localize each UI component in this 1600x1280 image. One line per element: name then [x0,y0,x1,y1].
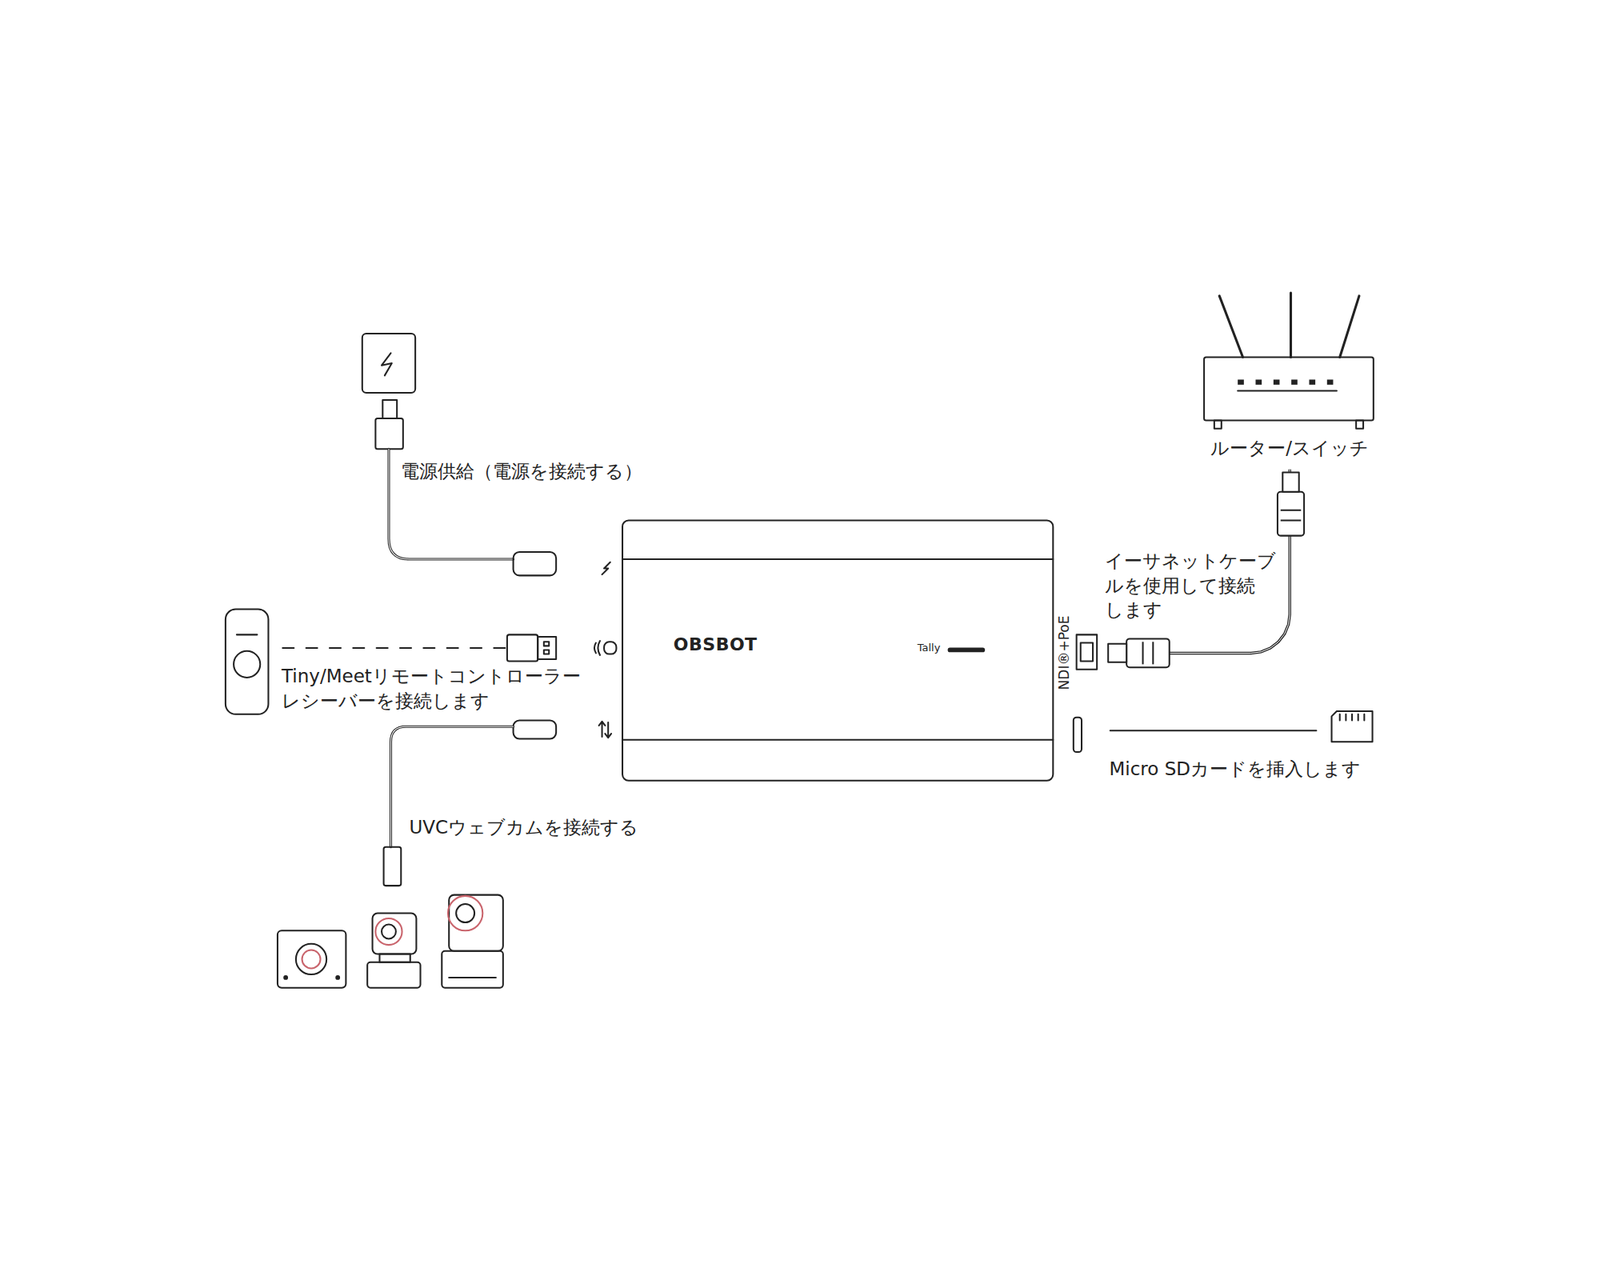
ethernet-port [1076,634,1098,669]
device-housing [622,739,1053,741]
router-led [1308,379,1316,384]
remote-control [225,608,269,714]
router-led [1327,379,1334,384]
usbc-plug [513,720,557,740]
ptz-camera [379,954,410,963]
receiver-port-icon [604,641,616,654]
bolt-symbol [381,352,392,376]
usbc-plug [384,847,402,886]
router [1204,356,1374,420]
cable-label: イーサネットケーブ ルを使用して接続 します [1104,548,1279,623]
camera-lens [375,918,402,945]
rj45-plug [1108,644,1127,663]
device-housing [622,558,1053,560]
connection-label: Micro SDカードを挿入します [1108,756,1361,782]
tally-label: Tally [917,641,941,655]
sd-card [1332,711,1373,742]
device-housing [622,520,1053,781]
webcam-lens [296,944,327,975]
router-box: ルーター/スイッチ [1202,352,1378,470]
router [1237,389,1337,392]
connection-label: Tiny/Meetリモートコントローラー レシーバーを接続します [281,664,598,713]
ptz-base [448,976,496,979]
port-label: NDI®+PoE [1057,616,1072,691]
ptz-camera [372,913,417,955]
data-port-icon [599,721,612,738]
tally-light [949,648,983,653]
usb-receiver [507,634,538,661]
router [1356,420,1364,429]
sd-card [1340,714,1365,721]
router [1214,420,1222,429]
usb-receiver [544,641,549,646]
wireless-dash [282,647,505,649]
camera-lens [381,924,396,940]
rj45-plug [1142,641,1144,664]
rj45-plug [1280,519,1302,521]
ptz-base [441,951,504,988]
ptz-base [367,962,420,988]
brand-name: OBSBOT [673,634,758,656]
usb-receiver [544,649,549,654]
device-box: OBSBOT Tally [620,515,1113,786]
webcam [284,976,288,980]
remote-control [236,633,258,636]
receiver-port-icon [594,640,600,656]
rj45-plug [1126,638,1170,668]
webcam [336,976,340,980]
ptz-camera [448,895,504,952]
rj45-plug [1277,492,1304,536]
usb-plug [382,400,397,419]
webcam [277,930,346,988]
webcam-lens [302,949,321,968]
ethernet-port [1080,643,1093,662]
power-port-icon [602,562,611,575]
antenna [1340,296,1360,358]
node-heading: ルーター/スイッチ [1210,437,1369,460]
router-led [1256,379,1263,384]
leader-line [1110,729,1317,732]
remote-button [233,651,260,678]
rj45-plug [1282,472,1299,492]
router-led [1237,379,1244,384]
rj45-plug [1280,509,1302,512]
antenna [1219,296,1243,358]
antenna [1289,292,1292,357]
connection-label: UVCウェブカムを接続する [408,815,639,840]
camera-lens [448,896,483,931]
camera-lens [456,904,475,923]
usb-receiver [537,636,556,660]
usbc-plug [513,552,557,576]
connection-label: 電源供給（電源を接続する） [400,459,643,484]
rj45-plug [1152,641,1154,664]
power-adapter [362,333,416,393]
sd-slot [1073,717,1082,752]
usb-plug [375,418,403,449]
router-led [1291,379,1298,384]
router-led [1273,379,1280,384]
